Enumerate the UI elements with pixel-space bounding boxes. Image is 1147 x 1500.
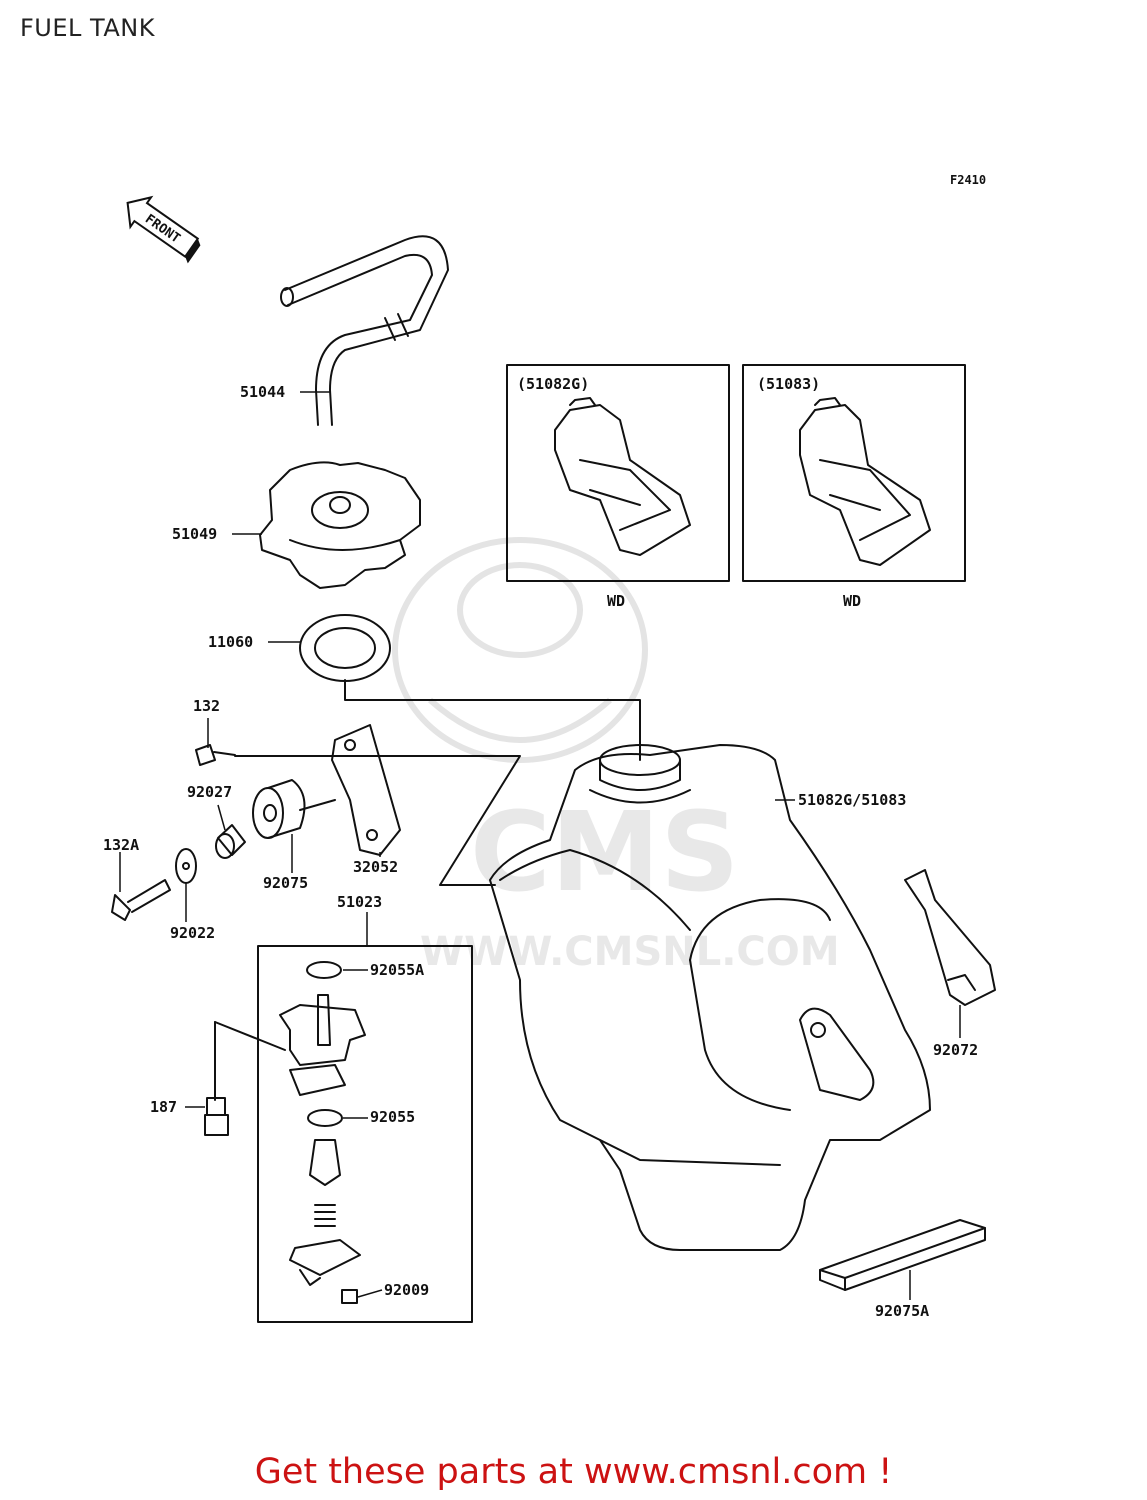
callout-92027: 92027 — [187, 783, 232, 801]
callout-51082g-51083: 51082G/51083 — [798, 791, 906, 809]
fuel-cap — [259, 461, 421, 589]
variant-tank-2 — [799, 397, 931, 566]
leader-mount — [234, 755, 521, 886]
callout-51049: 51049 — [172, 525, 217, 543]
collar — [215, 824, 246, 859]
callout-92072: 92072 — [933, 1041, 978, 1059]
damper — [252, 779, 306, 839]
fuel-valve-box — [257, 945, 473, 1323]
callout-92022: 92022 — [170, 924, 215, 942]
fuel-tank — [489, 744, 931, 1251]
callout-92075a: 92075A — [875, 1302, 929, 1320]
callout-32052: 32052 — [353, 858, 398, 876]
gasket — [299, 614, 391, 682]
callout-132: 132 — [193, 697, 220, 715]
variant-box-1-note: WD — [607, 592, 625, 610]
bracket — [331, 724, 401, 856]
callout-92075: 92075 — [263, 874, 308, 892]
bolt-132 — [195, 744, 236, 766]
rubber-strap — [904, 869, 996, 1006]
bolt-132a — [111, 879, 171, 921]
footer-link[interactable]: Get these parts at www.cmsnl.com ! — [254, 1452, 893, 1492]
tank-pad — [819, 1219, 986, 1291]
washer — [175, 848, 197, 884]
callout-51023: 51023 — [337, 893, 382, 911]
bolt-187 — [204, 1097, 229, 1136]
front-arrow-icon: FRONT — [126, 195, 201, 264]
breather-hose — [280, 235, 449, 426]
watermark: CMS WWW.CMSNL.COM — [392, 537, 840, 975]
callout-132a: 132A — [103, 836, 139, 854]
watermark-brand: CMS — [470, 788, 739, 916]
variant-tank-1 — [554, 397, 691, 556]
variant-box-2 — [742, 364, 966, 582]
callout-187: 187 — [150, 1098, 177, 1116]
fuel-valve — [214, 961, 366, 1304]
leader-gasket — [344, 679, 641, 761]
callout-92055a: 92055A — [370, 961, 424, 979]
variant-box-2-part: (51083) — [757, 375, 820, 393]
callout-leaders — [119, 391, 961, 1300]
figure-code: F2410 — [950, 173, 986, 187]
watermark-url: WWW.CMSNL.COM — [420, 929, 840, 975]
variant-box-1 — [506, 364, 730, 582]
leader-damper — [299, 799, 336, 811]
callout-92009: 92009 — [384, 1281, 429, 1299]
callout-92055: 92055 — [370, 1108, 415, 1126]
variant-box-1-part: (51082G) — [517, 375, 589, 393]
callout-11060: 11060 — [208, 633, 253, 651]
callout-51044: 51044 — [240, 383, 285, 401]
variant-box-2-note: WD — [843, 592, 861, 610]
page-title: FUEL TANK — [20, 14, 155, 42]
